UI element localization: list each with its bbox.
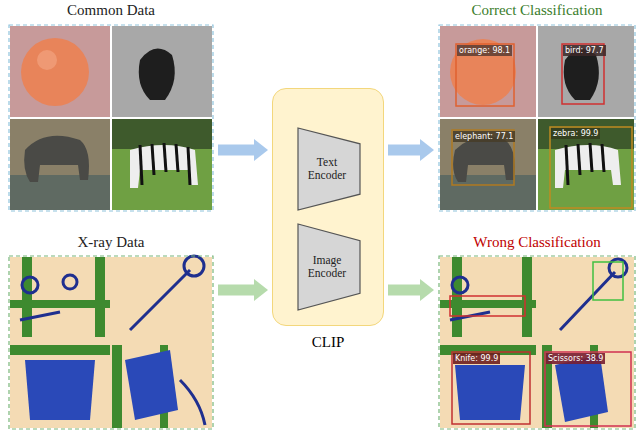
encoder-trapezoid: Text Encoder	[297, 127, 361, 211]
detection-label: zebra: 99.9	[551, 128, 600, 139]
image-panel: X-ray Data	[8, 232, 214, 430]
encoder-trapezoid: Image Encoder	[297, 223, 361, 311]
panel-heading: Common Data	[8, 2, 214, 19]
flow-arrow	[388, 139, 434, 161]
detection-label: Knife: 99.9	[453, 353, 500, 364]
image-panel: Wrong Classification	[438, 232, 636, 430]
detection-label: Scissors: 38.9	[546, 353, 605, 364]
panel-heading: Correct Classification	[438, 2, 636, 19]
model-label: CLIP	[273, 334, 383, 351]
image-panel: Common Data	[8, 0, 214, 212]
detection-label: elephant: 77.1	[453, 131, 515, 142]
common-images	[9, 25, 213, 211]
xray-images	[9, 256, 213, 429]
encoder-label: Text Encoder	[297, 156, 361, 182]
panel-heading: Wrong Classification	[438, 234, 636, 251]
flow-arrow	[388, 279, 434, 301]
detection-label: orange: 98.1	[457, 45, 512, 56]
correct-images	[439, 25, 635, 211]
encoder-label: Image Encoder	[297, 254, 361, 280]
model-box: CLIPText EncoderImage Encoder	[272, 88, 384, 326]
detection-label: bird: 97.7	[563, 45, 606, 56]
flow-arrow	[218, 279, 268, 301]
panel-heading: X-ray Data	[8, 234, 214, 251]
image-panel: Correct Classification	[438, 0, 636, 212]
wrong-images	[439, 256, 635, 429]
flow-arrow	[218, 139, 268, 161]
